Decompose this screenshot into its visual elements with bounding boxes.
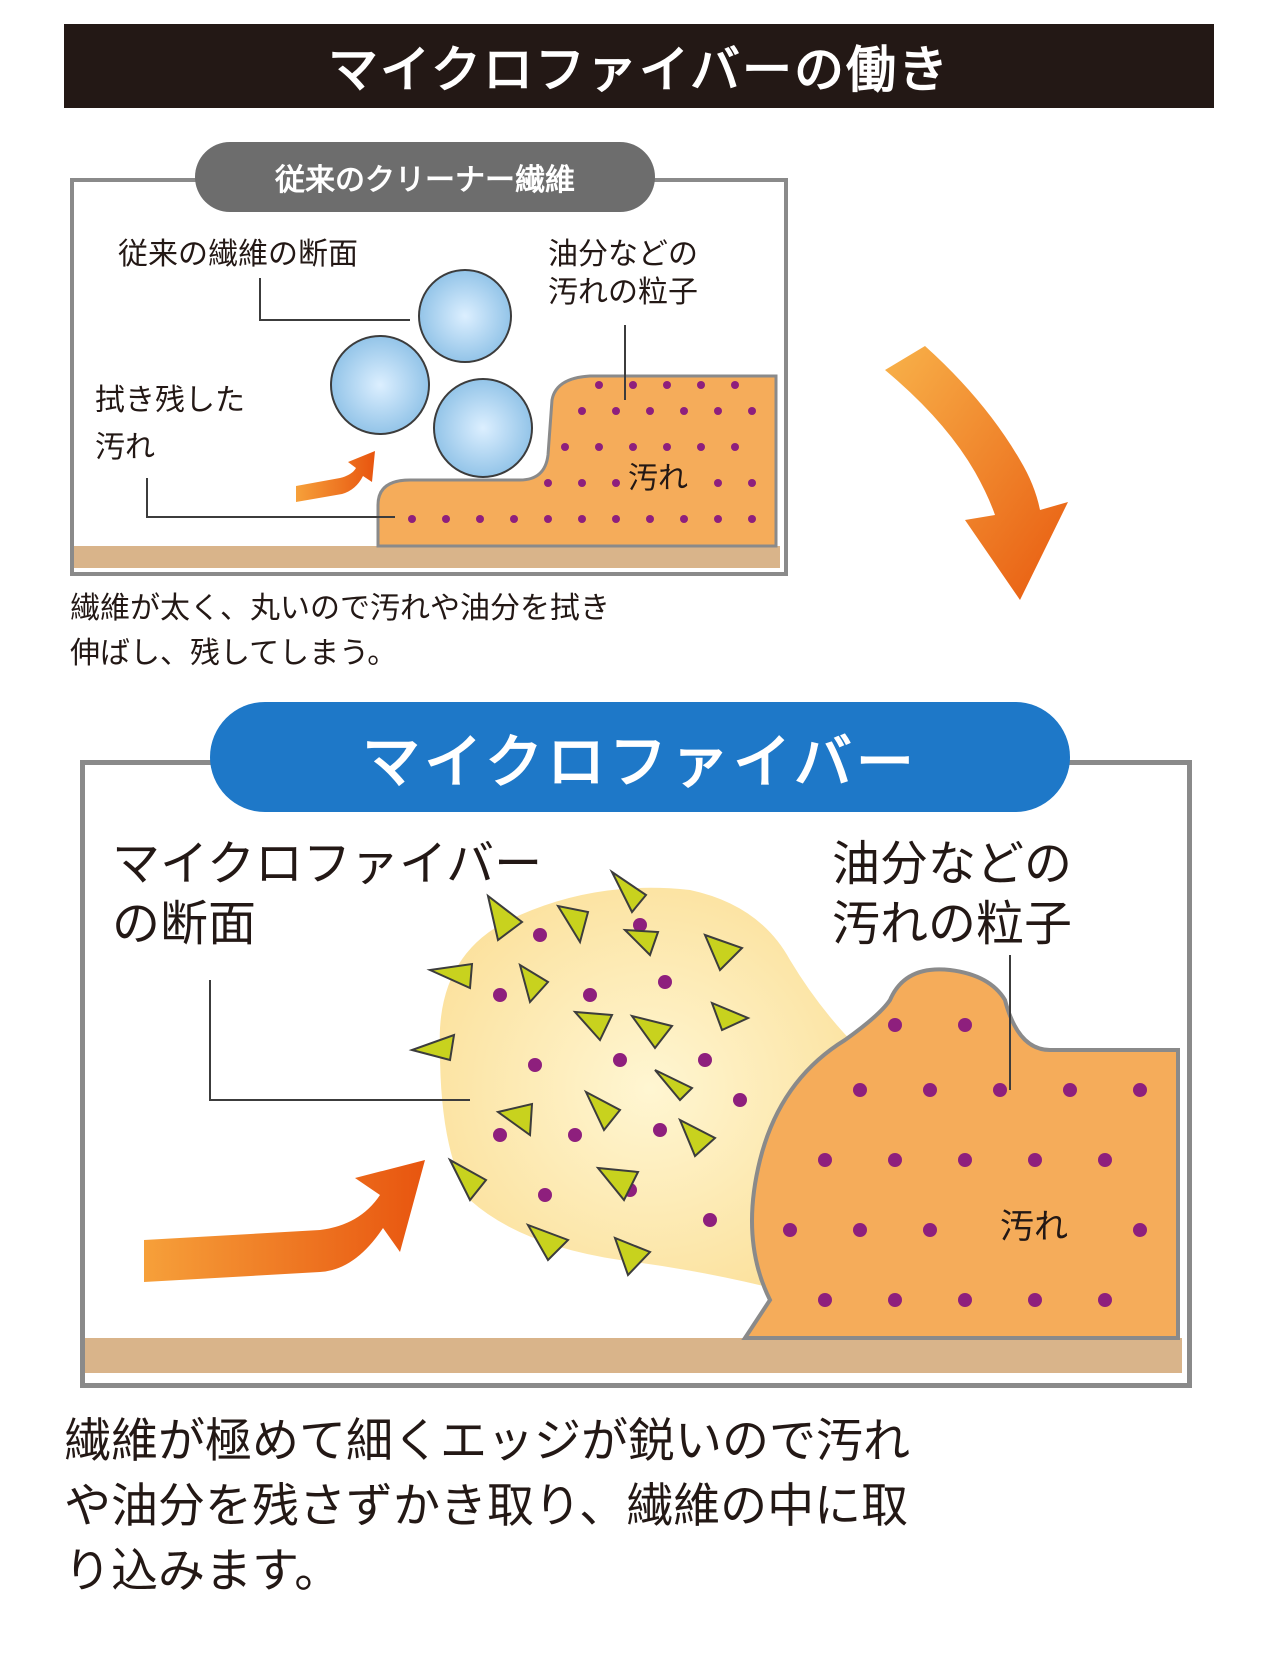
microfiber-header: マイクロファイバー <box>210 702 1070 812</box>
conventional-caption: 繊維が太く、丸いので汚れや油分を拭き 伸ばし、残してしまう。 <box>70 591 610 671</box>
conventional-header: 従来のクリーナー繊維 <box>195 142 655 212</box>
leader-lines-conventional <box>146 278 626 518</box>
page-title: マイクロファイバーの働き <box>328 41 950 99</box>
dirt-blob-conventional <box>376 374 778 548</box>
dirt-label-conventional: 汚れ <box>628 461 688 496</box>
fiber-cross-section-label: 従来の繊維の断面 <box>118 237 358 272</box>
dirt-blob-microfiber <box>741 967 1180 1340</box>
floor-strip-microfiber <box>85 1338 1182 1373</box>
microfiber-cross-section-label: マイクロファイバー の断面 <box>112 836 543 952</box>
particle-label-conventional: 油分などの 汚れの粒子 <box>548 237 698 310</box>
particle-dots-conventional <box>408 381 756 523</box>
leader-lines-microfiber <box>209 955 1011 1101</box>
conventional-header-text: 従来のクリーナー繊維 <box>275 163 575 198</box>
transition-arrow <box>885 346 1068 600</box>
dirt-label-microfiber: 汚れ <box>1000 1207 1068 1247</box>
push-arrow-microfiber <box>144 1160 425 1282</box>
microfiber-header-text: マイクロファイバー <box>362 728 918 796</box>
particle-label-microfiber: 油分などの 汚れの粒子 <box>832 836 1073 952</box>
floor-strip-conventional <box>74 546 780 568</box>
particle-dots-microfiber <box>783 1018 1147 1307</box>
sharp-edges <box>408 869 751 1277</box>
title-banner: マイクロファイバーの働き <box>64 24 1214 108</box>
round-fibers <box>330 269 533 478</box>
push-arrow-conventional <box>296 451 375 502</box>
residue-label: 拭き残した 汚れ <box>95 383 245 465</box>
microfiber-caption: 繊維が極めて細くエッジが鋭いので汚れ や油分を残さずかき取り、繊維の中に取 り込… <box>64 1414 910 1599</box>
captured-particles <box>493 918 747 1227</box>
